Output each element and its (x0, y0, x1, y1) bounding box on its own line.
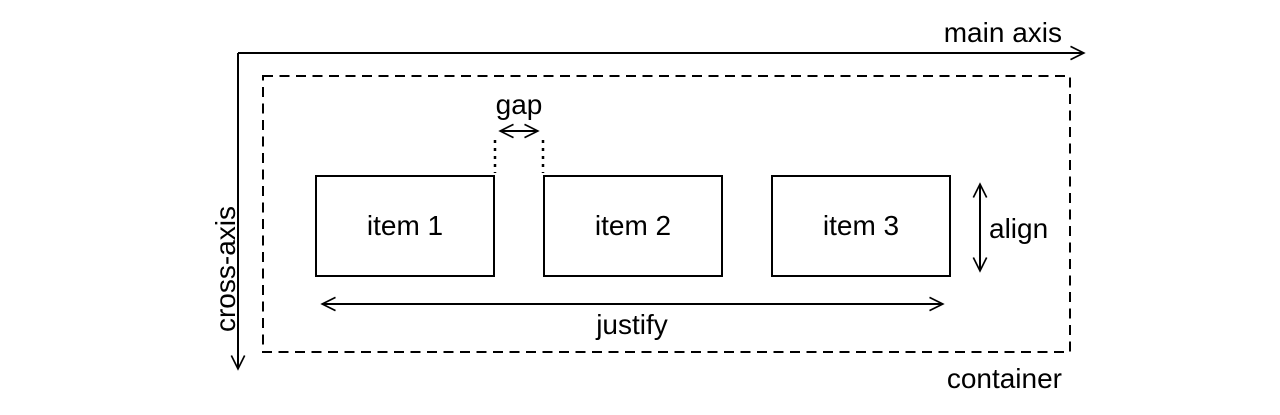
container-label: container (946, 363, 1062, 394)
gap-label: gap (495, 89, 543, 120)
flex-item-1: item 1 (315, 175, 495, 277)
flex-item-2-label: item 2 (594, 210, 672, 241)
align-label: align (989, 213, 1049, 244)
flex-item-1-label: item 1 (366, 210, 444, 241)
container-outline (262, 75, 1071, 353)
cross-axis-label: cross-axis (210, 206, 241, 333)
justify-label: justify (596, 309, 668, 340)
flex-item-2: item 2 (543, 175, 723, 277)
main-axis-label: main axis (943, 17, 1062, 48)
flex-item-3: item 3 (771, 175, 951, 277)
flex-item-3-label: item 3 (822, 210, 900, 241)
